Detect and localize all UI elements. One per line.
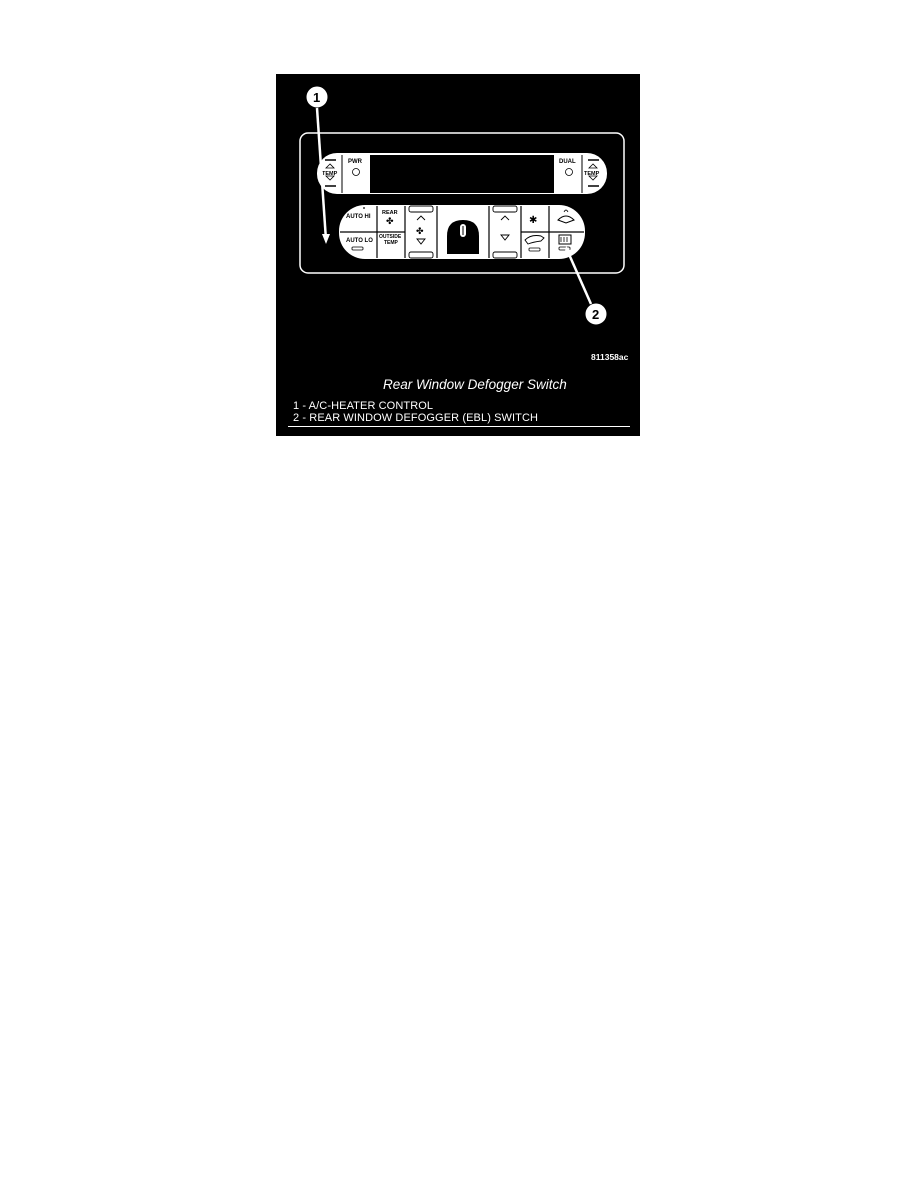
- control-bezel: [299, 132, 625, 274]
- callout-1-leader: [315, 107, 328, 241]
- dual-indicator: [565, 168, 573, 176]
- callout-2-label: 2: [592, 307, 599, 322]
- pwr-indicator: [352, 168, 360, 176]
- auto-lo-label: AUTO LO: [346, 238, 373, 244]
- outside-temp-label-2: TEMP: [384, 240, 399, 246]
- dual-label: DUAL: [559, 159, 576, 165]
- pwr-label: PWR: [348, 159, 363, 165]
- legend-item-1: 1 - A/C-HEATER CONTROL: [293, 400, 434, 412]
- callout-2-circle: [584, 302, 608, 326]
- figure-code: 811358ac: [591, 352, 629, 362]
- display-window: [370, 155, 554, 193]
- defogger-figure: TEMP TEMP PWR DUAL AUTO HI AUTO LO REAR …: [276, 74, 640, 436]
- legend-item-2: 2 - REAR WINDOW DEFOGGER (EBL) SWITCH: [293, 412, 539, 424]
- figure-title: Rear Window Defogger Switch: [383, 377, 567, 392]
- front-defrost-icon: [557, 215, 575, 224]
- legend-rule: [288, 426, 630, 427]
- auto-hi-label: AUTO HI: [346, 214, 371, 220]
- rear-defrost-icon: [558, 234, 572, 245]
- ac-heater-control-illustration: TEMP TEMP PWR DUAL AUTO HI AUTO LO REAR …: [299, 85, 625, 326]
- outside-temp-label-1: OUTSIDE: [379, 234, 402, 240]
- ac-icon: ✱: [529, 215, 537, 226]
- callout-1-label: 1: [313, 90, 320, 105]
- temp-right-label: TEMP: [584, 171, 600, 177]
- callout-2-leader: [566, 251, 593, 305]
- rear-fan-icon: ✤: [386, 217, 394, 227]
- rear-label: REAR: [382, 210, 398, 216]
- recirc-icon: [524, 235, 545, 245]
- temp-left-label: TEMP: [322, 171, 338, 177]
- blower-fan-icon: ✤: [416, 227, 424, 237]
